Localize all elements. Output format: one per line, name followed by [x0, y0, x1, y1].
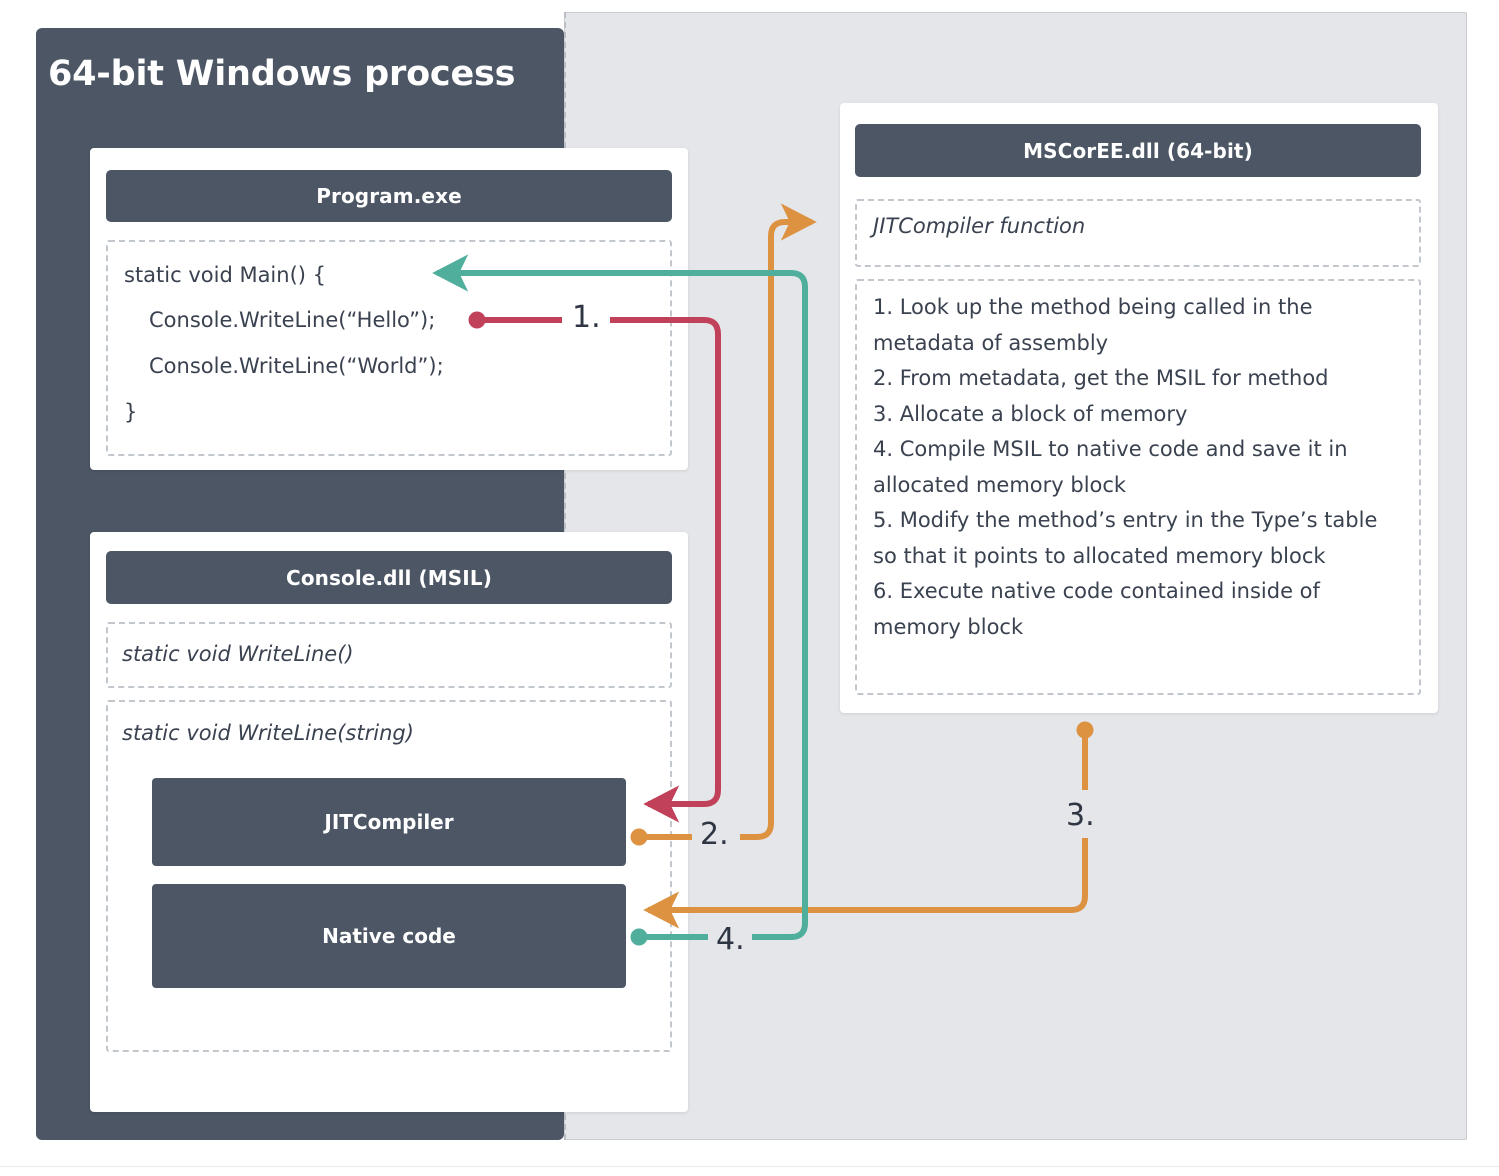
jit-steps-box: [855, 279, 1421, 695]
jitcompiler-function-box: [855, 199, 1421, 267]
mscoree-dll-card: [840, 103, 1438, 713]
native-code-box: Native code: [152, 884, 626, 988]
jit-step-item: 4. Compile MSIL to native code and save …: [873, 437, 1348, 497]
flow-label-2: 2.: [700, 817, 729, 852]
writeline-string-box: [106, 700, 672, 1052]
code-line-2: Console.WriteLine(“World”);: [149, 354, 444, 378]
flow-label-4: 4.: [716, 922, 745, 957]
code-line-3: }: [124, 400, 138, 424]
console-dll-header: Console.dll (MSIL): [106, 551, 672, 604]
jit-step-item: 1. Look up the method being called in th…: [873, 295, 1313, 355]
mscoree-dll-header: MSCorEE.dll (64-bit): [855, 124, 1421, 177]
program-exe-header: Program.exe: [106, 170, 672, 222]
flow-label-1: 1.: [572, 300, 601, 335]
code-line-0: static void Main() {: [124, 263, 327, 287]
jit-steps-list: 1. Look up the method being called in th…: [873, 290, 1403, 645]
jit-step-item: 2. From metadata, get the MSIL for metho…: [873, 366, 1329, 390]
code-line-1: Console.WriteLine(“Hello”);: [149, 308, 436, 332]
jit-step-item: 6. Execute native code contained inside …: [873, 579, 1320, 639]
jitcompiler-function-label: JITCompiler function: [873, 214, 1086, 238]
jit-step-item: 5. Modify the method’s entry in the Type…: [873, 508, 1378, 568]
jitcompiler-box: JITCompiler: [152, 778, 626, 866]
writeline-empty-signature: static void WriteLine(): [122, 642, 354, 666]
jit-step-item: 3. Allocate a block of memory: [873, 401, 1188, 426]
flow-label-3: 3.: [1066, 798, 1095, 833]
page-title: 64-bit Windows process: [48, 54, 516, 94]
page-bottom-rule: [0, 1166, 1499, 1167]
writeline-string-signature: static void WriteLine(string): [122, 721, 414, 745]
